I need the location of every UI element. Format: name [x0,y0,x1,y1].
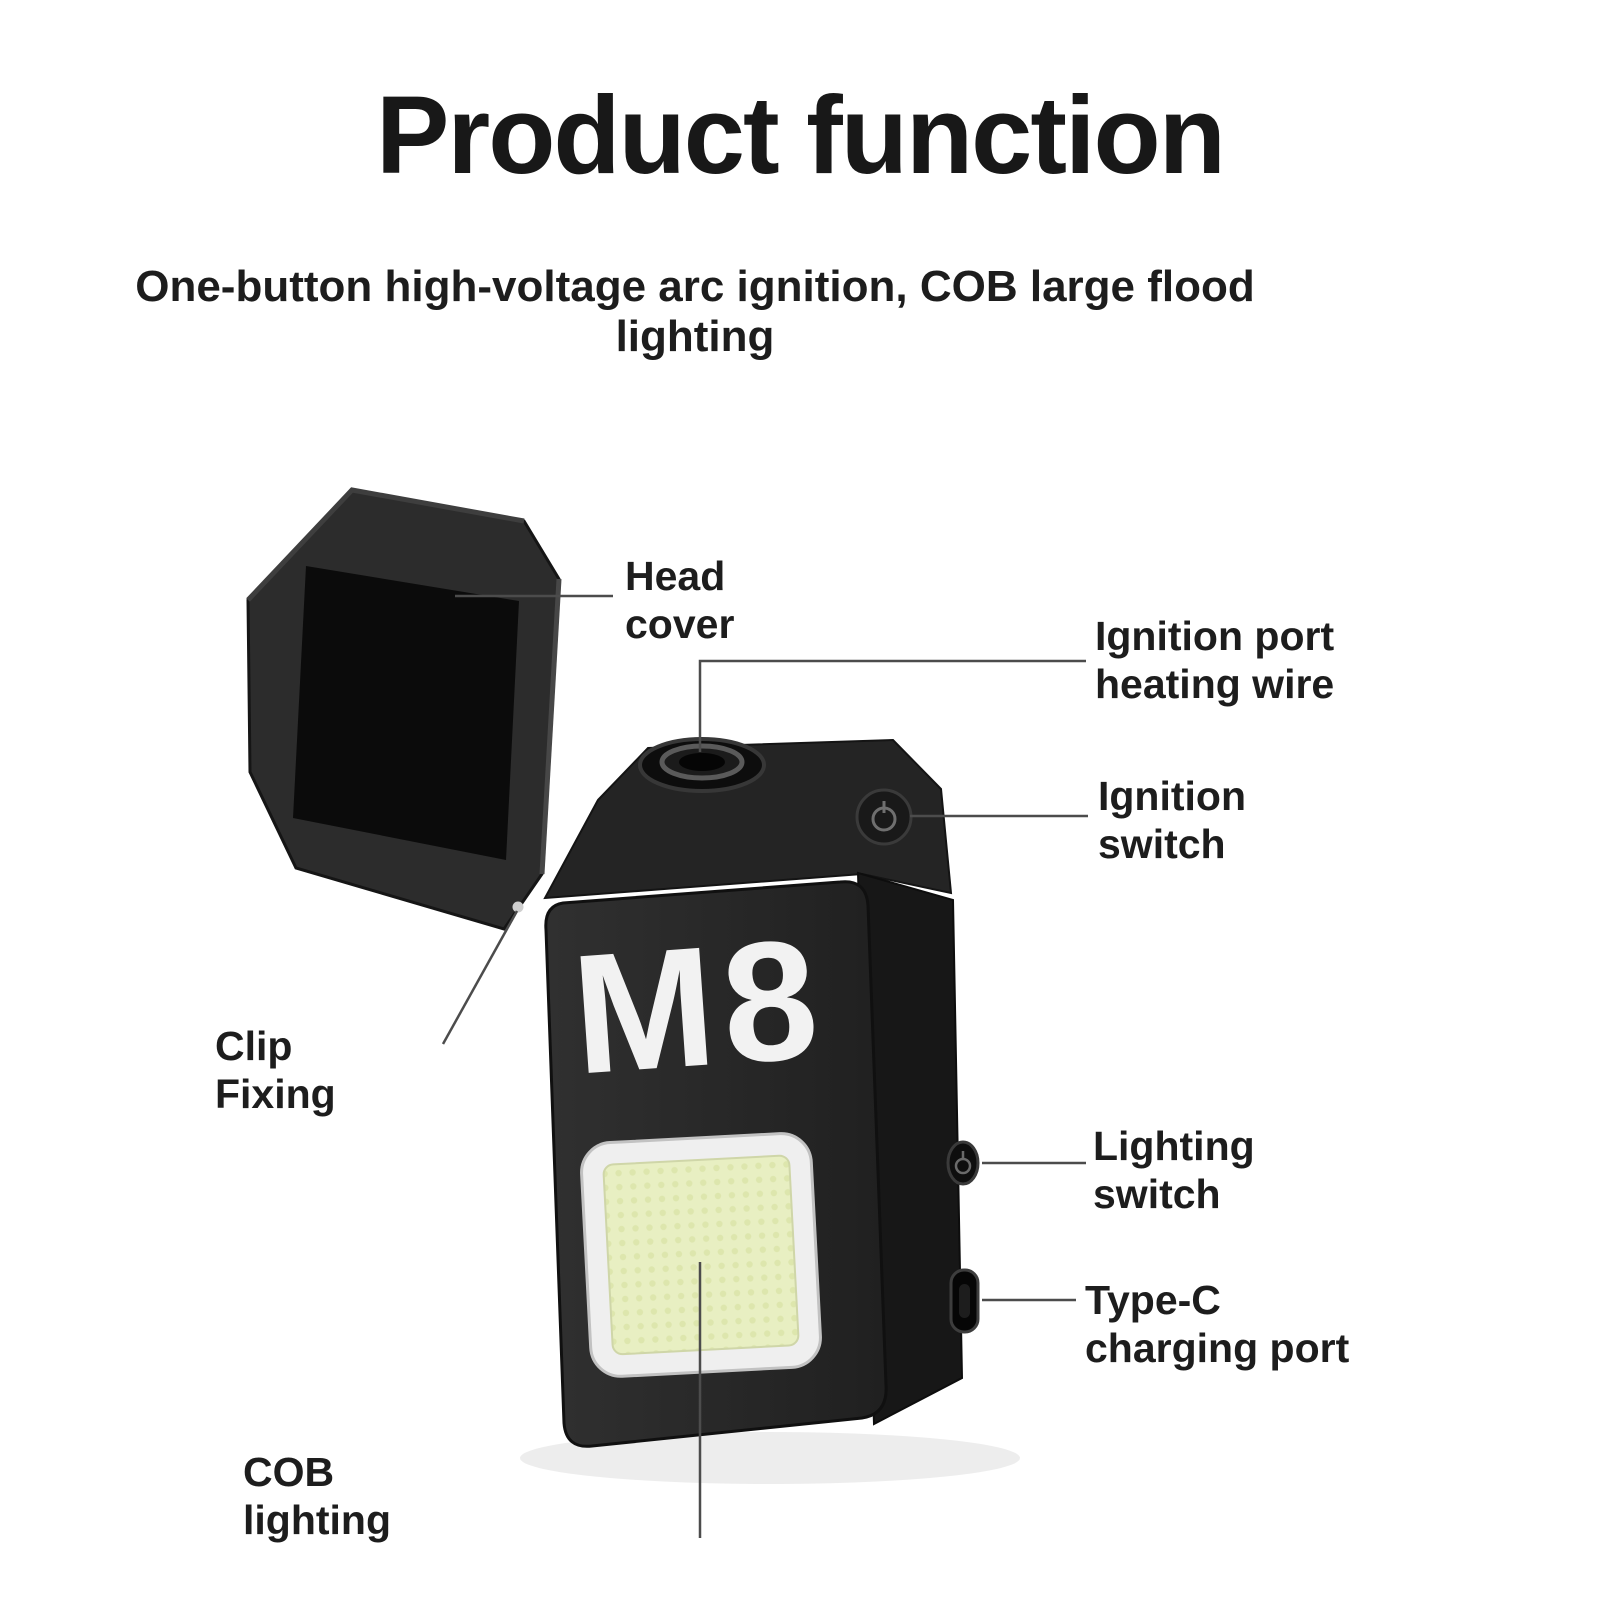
callout-lines [441,594,1088,1538]
callout-head-cover: Head cover [625,553,735,648]
product-shadow [520,1432,1020,1484]
cob-led-surface [602,1154,800,1356]
callout-clip-fixing: Clip Fixing [215,1023,336,1118]
clip-hinge-pin [512,901,524,913]
clip-fixing-line [441,910,519,1045]
subtitle: One-button high-voltage arc ignition, CO… [135,262,1255,361]
lighting-switch-button [946,1140,980,1186]
ignition-switch-button [855,788,913,846]
callout-lighting-switch: Lighting switch [1093,1123,1255,1218]
ignition-port-line [698,659,1086,752]
callout-ignition-switch: Ignition switch [1098,773,1247,868]
head-cover-lid [246,487,562,931]
callout-type-c-charging-port: Type-C charging port [1085,1277,1350,1372]
type-c-port [949,1268,980,1334]
cob-panel [580,1132,822,1378]
callout-cob-lighting: COB lighting [243,1449,392,1544]
ignition-port [638,737,766,793]
page-title: Product function [376,74,1226,197]
body-top [543,737,953,900]
model-label: M8 [567,903,832,1110]
callout-ignition-port-heating-wire: Ignition port heating wire [1095,613,1335,708]
